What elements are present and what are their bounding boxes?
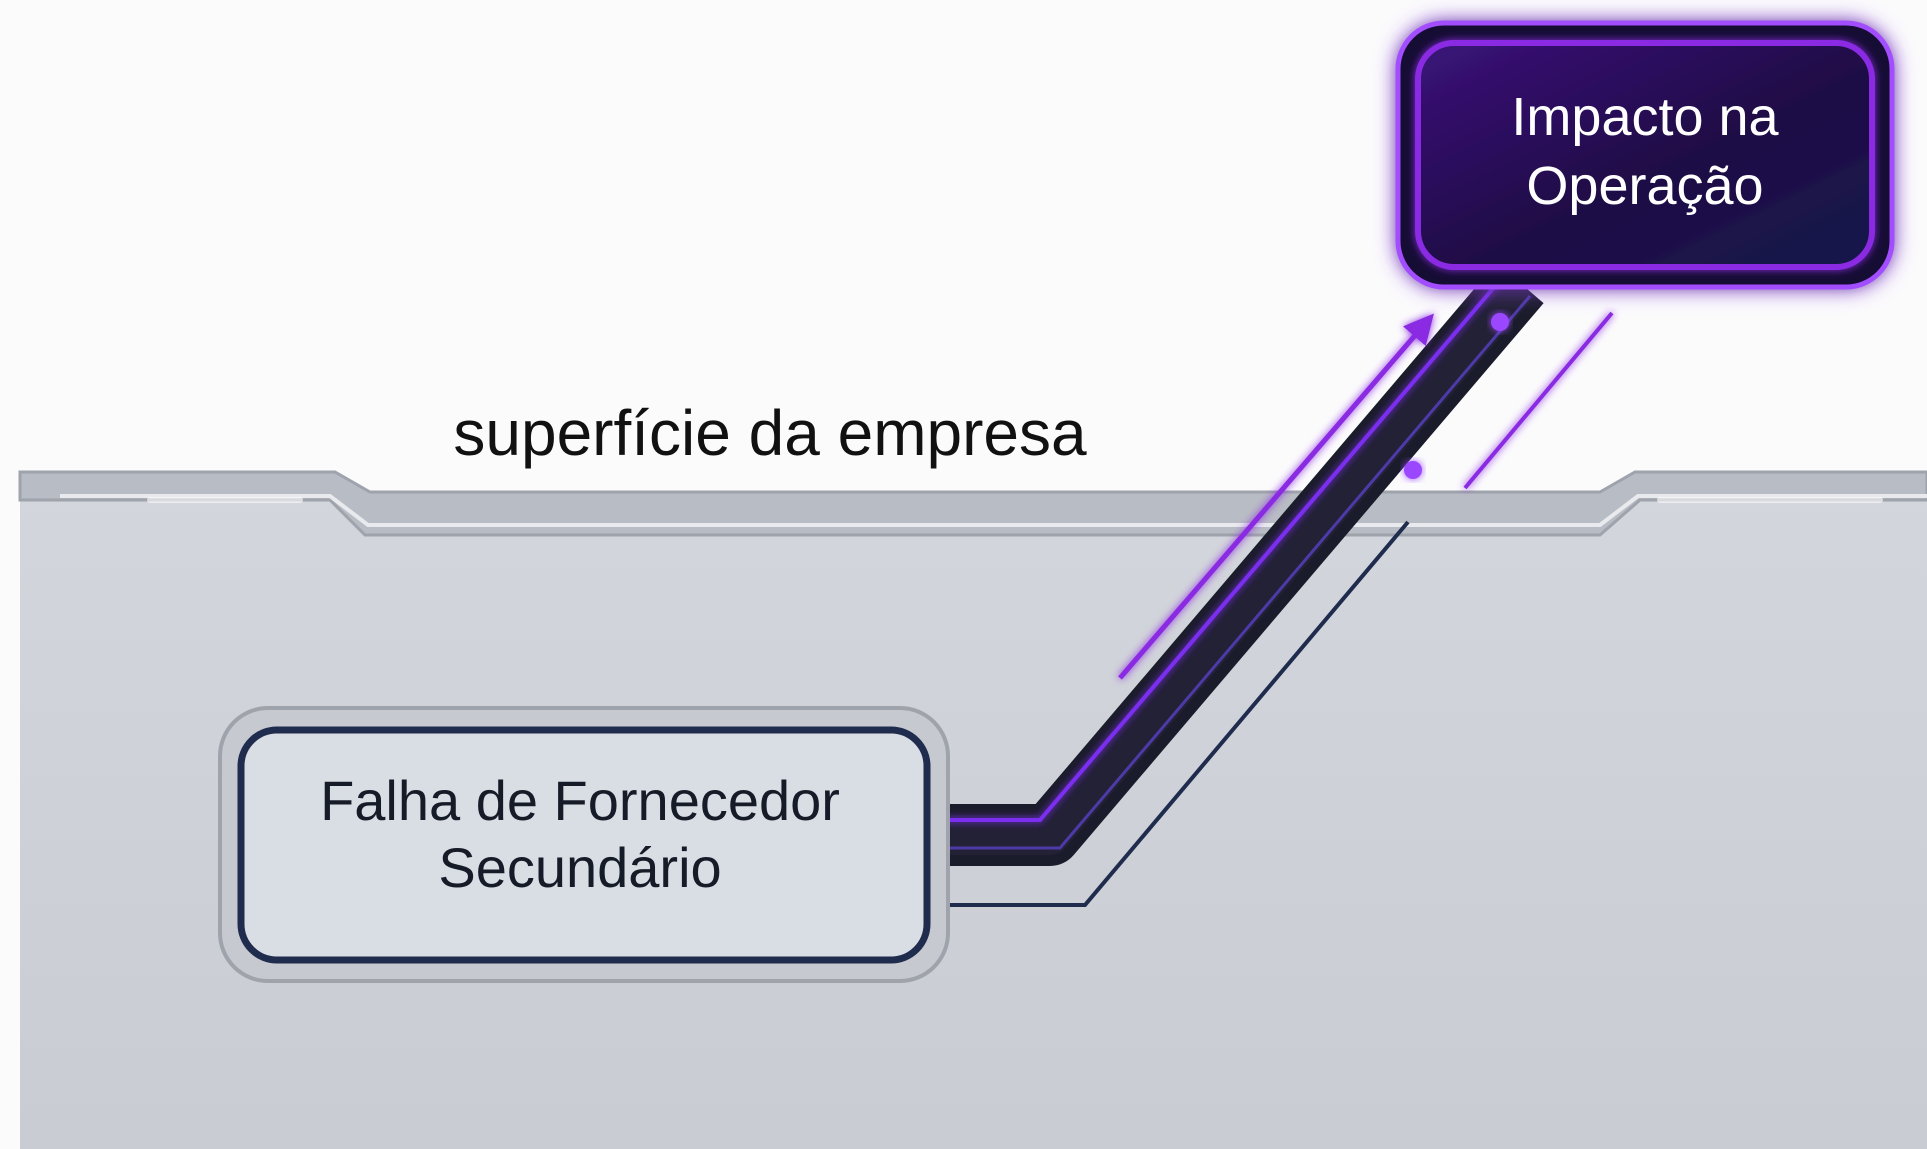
surface-line <box>18 470 1927 537</box>
flow-trace <box>945 520 1410 907</box>
surface-label: superfície da empresa <box>453 397 1087 469</box>
flow-accent-line <box>1463 311 1614 490</box>
target-node-label: Impacto na Operação <box>1511 87 1779 216</box>
conduit-node-upper <box>1491 313 1509 331</box>
conduit-node-lower <box>1404 461 1422 479</box>
flow-arrow <box>1118 313 1434 680</box>
source-node-label: Falha de Fornecedor Secundário <box>320 769 840 900</box>
source-node <box>218 706 950 983</box>
target-node <box>1395 20 1895 290</box>
connection-conduit <box>930 262 1544 866</box>
